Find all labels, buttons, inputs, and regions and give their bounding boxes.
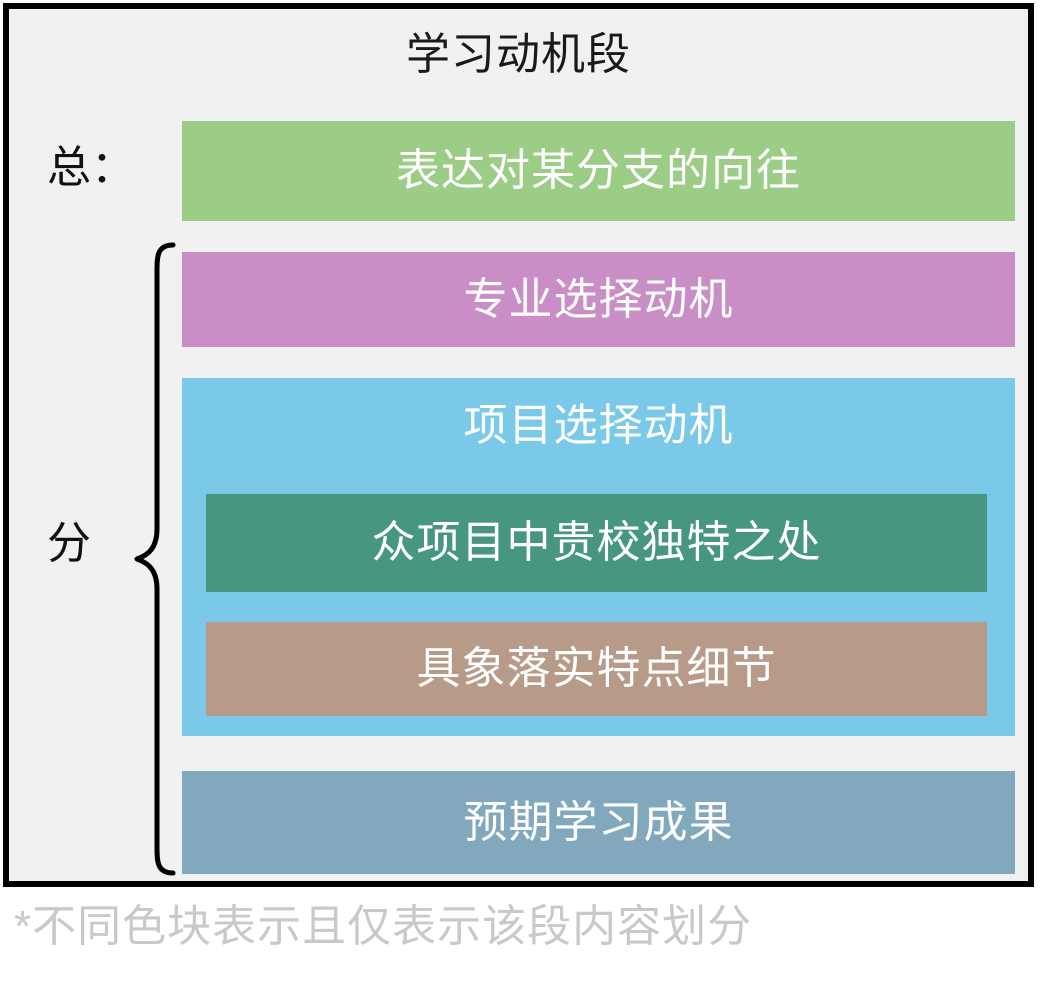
block-concrete-details-label: 具象落实特点细节: [416, 644, 777, 693]
page-title: 学习动机段: [406, 30, 631, 79]
diagram-frame: 学习动机段 总： 分 表达对某分支的向往 专业选择动机 项目选择动机 众项目中贵…: [3, 3, 1034, 887]
block-unique-features-label: 众项目中贵校独特之处: [371, 518, 822, 567]
block-concrete-details[interactable]: 具象落实特点细节: [206, 622, 987, 716]
block-unique-features[interactable]: 众项目中贵校独特之处: [206, 494, 987, 592]
label-total: 总：: [47, 143, 135, 192]
block-project-motivation-label: 项目选择动机: [463, 401, 734, 450]
block-major-motivation-label: 专业选择动机: [463, 274, 734, 324]
block-expected-outcome-label: 预期学习成果: [463, 797, 734, 847]
block-goal[interactable]: 表达对某分支的向往: [182, 121, 1015, 221]
footnote: *不同色块表示且仅表示该段内容划分: [14, 902, 753, 951]
curly-brace-icon: [133, 241, 177, 877]
block-expected-outcome[interactable]: 预期学习成果: [182, 771, 1015, 874]
label-parts: 分: [47, 519, 91, 568]
block-major-motivation[interactable]: 专业选择动机: [182, 252, 1015, 347]
block-goal-label: 表达对某分支的向往: [396, 146, 801, 195]
